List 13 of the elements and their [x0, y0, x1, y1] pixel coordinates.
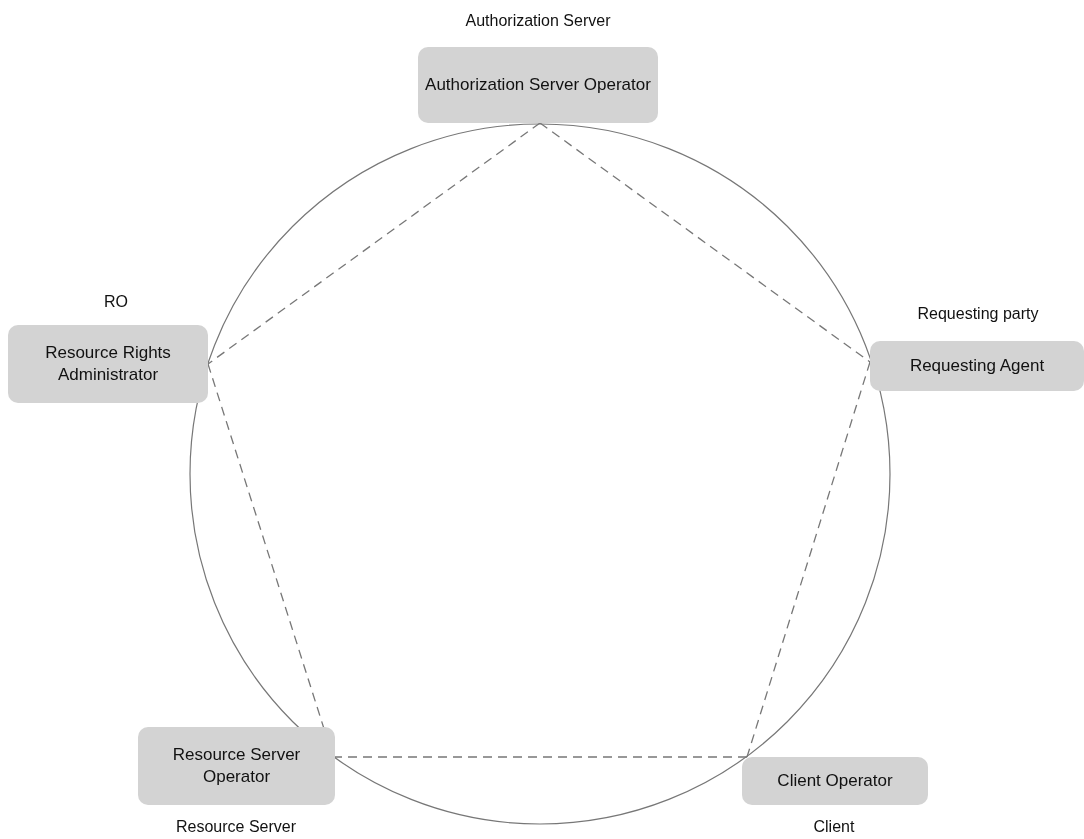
role-box: Client Operator: [742, 757, 928, 805]
dashed-line: [207, 122, 541, 365]
role-caption: Authorization Server: [465, 12, 611, 30]
dashed-line: [746, 361, 871, 758]
role-box: Resource Server Operator: [138, 727, 335, 805]
role-caption: Requesting party: [917, 305, 1039, 323]
role-box: Requesting Agent: [870, 341, 1084, 391]
role-box: Authorization Server Operator: [418, 47, 658, 123]
role-caption: Client: [813, 818, 855, 836]
role-box: Resource Rights Administrator: [8, 325, 208, 403]
dashed-line: [539, 122, 871, 363]
role-caption: Resource Server: [176, 818, 297, 836]
role-caption: RO: [104, 293, 128, 311]
